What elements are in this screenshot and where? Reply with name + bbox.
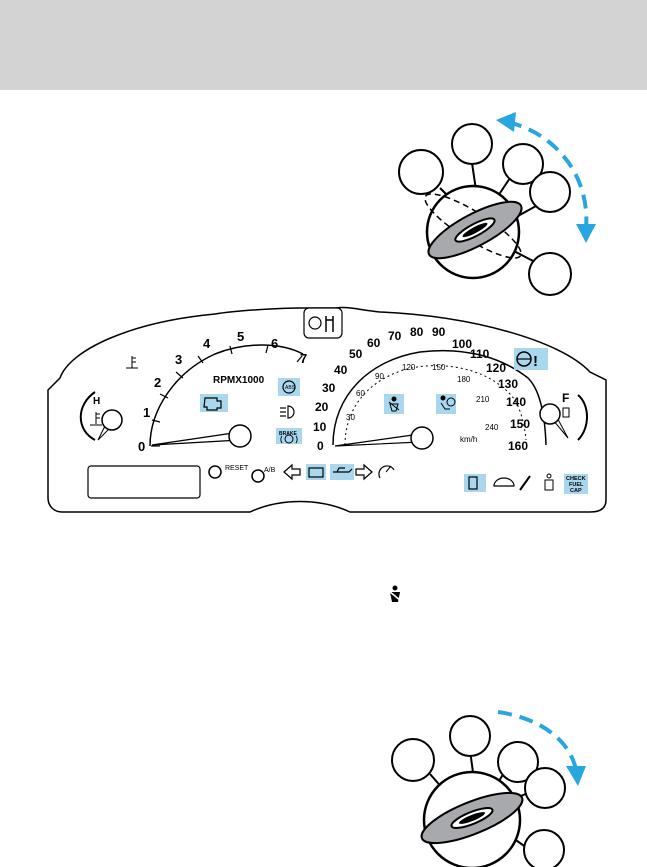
speedo-hub — [410, 426, 434, 450]
headlamp-icon — [280, 405, 295, 419]
kmh-tick-150: 150 — [432, 363, 446, 372]
check-engine-icon — [203, 397, 222, 411]
tach-tick-2: 2 — [154, 375, 161, 390]
wrench-icon — [519, 475, 531, 491]
kmh-tick-210: 210 — [476, 395, 490, 404]
cruise-icon — [378, 465, 395, 479]
brake-icon — [280, 434, 298, 444]
airbag-icon — [440, 395, 456, 410]
speedo-tick-110: 110 — [470, 347, 490, 361]
speedo-tick-150: 150 — [510, 417, 530, 431]
speedo-tick-10: 10 — [313, 420, 327, 434]
odometer-display — [87, 465, 201, 499]
speedo-tick-100: 100 — [452, 337, 472, 351]
tach-tick-6: 6 — [271, 336, 278, 351]
fuel-gauge-arc — [577, 394, 588, 441]
speedo-tick-160: 160 — [508, 439, 528, 453]
svg-text:ABS: ABS — [285, 385, 296, 391]
seatbelt-icon — [388, 585, 402, 602]
speedo-tick-140: 140 — [506, 395, 526, 409]
coolant-temp-icon — [126, 356, 138, 369]
tach-tick-marks — [151, 344, 303, 447]
tach-tick-0: 0 — [138, 439, 145, 454]
fuel-full-label: F — [562, 391, 569, 405]
washer-icon — [493, 477, 515, 487]
kmh-tick-90: 90 — [375, 372, 384, 381]
tach-hub — [228, 424, 252, 448]
oil-pressure-icon — [333, 467, 353, 473]
ab-knob[interactable] — [251, 469, 265, 483]
coolant-temp-icon — [90, 412, 102, 426]
speedo-tick-40: 40 — [334, 363, 348, 377]
tach-tick-3: 3 — [175, 352, 182, 367]
speedo-tick-120: 120 — [486, 361, 506, 375]
speedo-tick-50: 50 — [349, 347, 363, 361]
kmh-unit: km/h — [460, 435, 477, 444]
kmh-tick-180: 180 — [457, 375, 471, 384]
speedo-tick-130: 130 — [498, 377, 518, 391]
kmh-tick-30: 30 — [346, 413, 355, 422]
seatbelt-icon — [388, 396, 400, 412]
speedo-inner-arc — [344, 365, 527, 446]
page-header-band — [0, 0, 647, 90]
check-fuel-cap-line-3: CAP — [570, 488, 582, 494]
tach-tick-1: 1 — [143, 405, 150, 420]
fuel-pump-icon — [562, 407, 570, 418]
cluster-outline — [47, 306, 607, 513]
check-fuel-cap-line-2: FUEL — [569, 482, 584, 488]
top-indicator-pod — [303, 307, 343, 339]
speedo-tick-90: 90 — [432, 325, 446, 339]
speedo-tick-70: 70 — [388, 329, 402, 343]
tach-tick-4: 4 — [203, 336, 211, 351]
temp-gauge-arc — [79, 391, 96, 441]
speedo-tick-80: 80 — [410, 325, 424, 339]
kmh-tick-60: 60 — [356, 389, 365, 398]
check-fuel-cap-line-1: CHECK — [566, 476, 586, 482]
tach-tick-5: 5 — [237, 329, 244, 344]
fuel-hub — [539, 403, 561, 425]
abs-icon — [282, 380, 296, 394]
tach-tick-7: 7 — [300, 351, 307, 366]
ab-label: A/B — [264, 467, 276, 474]
tach-arc — [149, 344, 304, 447]
speedo-tick-0: 0 — [317, 439, 324, 453]
reset-knob[interactable] — [208, 465, 222, 479]
kmh-tick-120: 120 — [402, 363, 416, 372]
kmh-tick-240: 240 — [485, 423, 499, 432]
speedo-tick-20: 20 — [315, 400, 329, 414]
tach-label: RPMX1000 — [213, 375, 265, 386]
temp-hot-label: H — [93, 396, 100, 407]
traction-icon — [308, 316, 322, 330]
low-fuel-icon — [468, 476, 478, 490]
speedo-tick-30: 30 — [322, 381, 336, 395]
temp-hub — [101, 409, 123, 431]
reset-label: RESET — [225, 465, 249, 472]
door-ajar-icon — [544, 473, 554, 491]
battery-icon — [308, 467, 324, 478]
turn-right-icon — [355, 463, 373, 481]
speedo-outer-arc — [332, 349, 547, 446]
brake-label: BRAKE — [279, 431, 297, 437]
svg-text:!: ! — [533, 353, 538, 370]
turn-left-icon — [283, 463, 301, 481]
speedo-tick-60: 60 — [367, 336, 381, 350]
overdrive-icon — [325, 316, 334, 332]
